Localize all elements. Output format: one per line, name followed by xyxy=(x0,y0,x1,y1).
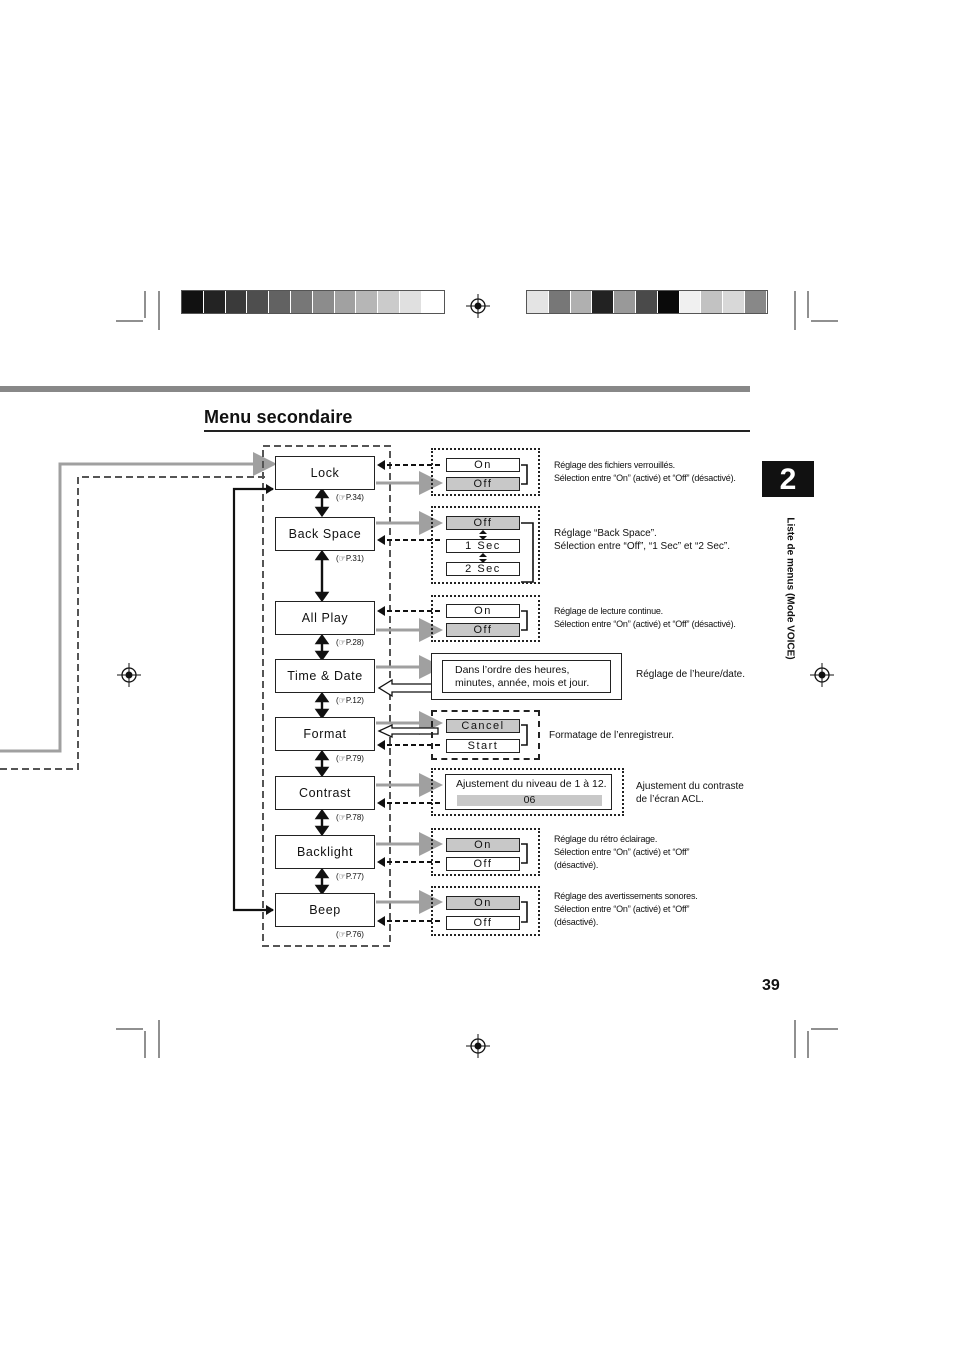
timedate-info: Dans l’ordre des heures, minutes, année,… xyxy=(442,660,611,693)
menu-item-time-date[interactable]: Time & Date xyxy=(275,659,375,693)
page-ref: (☞P.12) xyxy=(336,696,364,705)
menu-item-beep[interactable]: Beep xyxy=(275,893,375,927)
page-ref: (☞P.31) xyxy=(336,554,364,563)
header-rule xyxy=(0,386,750,392)
contrast-range-label: Ajustement du niveau de 1 à 12. xyxy=(456,778,607,790)
backlight-desc-2: Sélection entre “On” (activé) et “Off” xyxy=(554,847,690,857)
option-2-sec[interactable]: 2 Sec xyxy=(446,562,520,576)
beep-desc-2: Sélection entre “On” (activé) et “Off” xyxy=(554,904,690,914)
contrast-desc-1: Ajustement du contraste xyxy=(636,781,744,792)
page-ref: (☞P.28) xyxy=(336,638,364,647)
timedate-desc: Réglage de l’heure/date. xyxy=(636,669,745,680)
gray-swatch xyxy=(334,291,357,313)
beep-options: On Off xyxy=(431,886,540,936)
contrast-info: Ajustement du niveau de 1 à 12. 06 xyxy=(445,774,612,810)
allplay-options: On Off xyxy=(431,595,540,642)
menu-item-back-space[interactable]: Back Space xyxy=(275,517,375,551)
backspace-desc-2: Sélection entre “Off”, “1 Sec” et “2 Sec… xyxy=(554,541,730,552)
option-on[interactable]: On xyxy=(446,838,520,852)
option-off[interactable]: Off xyxy=(446,916,520,930)
timedate-line-2: minutes, année, mois et jour. xyxy=(455,677,590,689)
title-underline xyxy=(204,430,750,432)
contrast-desc-2: de l’écran ACL. xyxy=(636,794,704,805)
option-start[interactable]: Start xyxy=(446,739,520,753)
registration-target-icon xyxy=(117,663,141,687)
chapter-badge: 2 xyxy=(762,461,814,497)
backlight-options: On Off xyxy=(431,828,540,876)
lock-options: On Off xyxy=(431,448,540,496)
page-ref: (☞P.77) xyxy=(336,872,364,881)
page-title: Menu secondaire xyxy=(204,407,353,427)
gray-swatch xyxy=(225,291,248,313)
option-cancel[interactable]: Cancel xyxy=(446,719,520,733)
gray-swatch xyxy=(269,291,291,313)
gray-swatch xyxy=(290,291,313,313)
option-off[interactable]: Off xyxy=(446,623,520,637)
page-number: 39 xyxy=(762,977,780,994)
option-off[interactable]: Off xyxy=(446,477,520,491)
page-ref: (☞P.76) xyxy=(336,930,364,939)
option-off[interactable]: Off xyxy=(446,516,520,530)
gray-swatch xyxy=(723,291,745,313)
timedate-panel: Dans l’ordre des heures, minutes, année,… xyxy=(431,653,622,700)
registration-target-icon xyxy=(466,1034,490,1058)
backlight-desc-1: Réglage du rétro éclairage. xyxy=(554,834,658,844)
registration-target-icon xyxy=(810,663,834,687)
option-on[interactable]: On xyxy=(446,604,520,618)
page-ref: (☞P.78) xyxy=(336,813,364,822)
page-ref: (☞P.34) xyxy=(336,493,364,502)
gray-swatch xyxy=(679,291,702,313)
menu-item-lock[interactable]: Lock xyxy=(275,456,375,490)
page-ref: (☞P.79) xyxy=(336,754,364,763)
menu-item-format[interactable]: Format xyxy=(275,717,375,751)
gray-swatch xyxy=(592,291,615,313)
gray-swatch xyxy=(399,291,422,313)
option-on[interactable]: On xyxy=(446,458,520,472)
option-off[interactable]: Off xyxy=(446,857,520,871)
timedate-line-1: Dans l’ordre des heures, xyxy=(455,664,570,676)
grayscale-swatch-bar-right xyxy=(526,290,768,314)
menu-item-contrast[interactable]: Contrast xyxy=(275,776,375,810)
small-updown-arrow-icon xyxy=(479,553,487,563)
format-options: Cancel Start xyxy=(431,710,540,760)
menu-item-backlight[interactable]: Backlight xyxy=(275,835,375,869)
gray-swatch xyxy=(744,291,767,313)
format-desc: Formatage de l’enregistreur. xyxy=(549,730,675,741)
gray-swatch xyxy=(701,291,724,313)
gray-swatch xyxy=(570,291,593,313)
gray-swatch xyxy=(527,291,549,313)
gray-swatch xyxy=(635,291,658,313)
registration-target-icon xyxy=(466,294,490,318)
allplay-desc-1: Réglage de lecture continue. xyxy=(554,606,663,616)
gray-swatch xyxy=(657,291,680,313)
beep-desc-3: (désactivé). xyxy=(554,917,599,927)
gray-swatch xyxy=(203,291,226,313)
option-on[interactable]: On xyxy=(446,896,520,910)
gray-swatch xyxy=(614,291,636,313)
beep-desc-1: Réglage des avertissements sonores. xyxy=(554,891,698,901)
gray-swatch xyxy=(182,291,204,313)
gray-swatch xyxy=(247,291,270,313)
grayscale-swatch-bar-left xyxy=(181,290,445,314)
backspace-desc-1: Réglage “Back Space”. xyxy=(554,528,657,539)
contrast-panel: Ajustement du niveau de 1 à 12. 06 xyxy=(431,768,624,816)
lock-desc-2: Sélection entre “On” (activé) et “Off” (… xyxy=(554,473,736,483)
menu-item-all-play[interactable]: All Play xyxy=(275,601,375,635)
gray-swatch xyxy=(421,291,444,313)
backspace-options: Off 1 Sec 2 Sec xyxy=(431,506,540,584)
gray-swatch xyxy=(378,291,400,313)
lock-desc-1: Réglage des fichiers verrouillés. xyxy=(554,460,675,470)
allplay-desc-2: Sélection entre “On” (activé) et “Off” (… xyxy=(554,619,736,629)
option-1-sec[interactable]: 1 Sec xyxy=(446,539,520,553)
backlight-desc-3: (désactivé). xyxy=(554,860,599,870)
gray-swatch xyxy=(356,291,379,313)
small-updown-arrow-icon xyxy=(479,530,487,540)
contrast-value[interactable]: 06 xyxy=(457,795,602,806)
gray-swatch xyxy=(312,291,335,313)
gray-swatch xyxy=(548,291,571,313)
